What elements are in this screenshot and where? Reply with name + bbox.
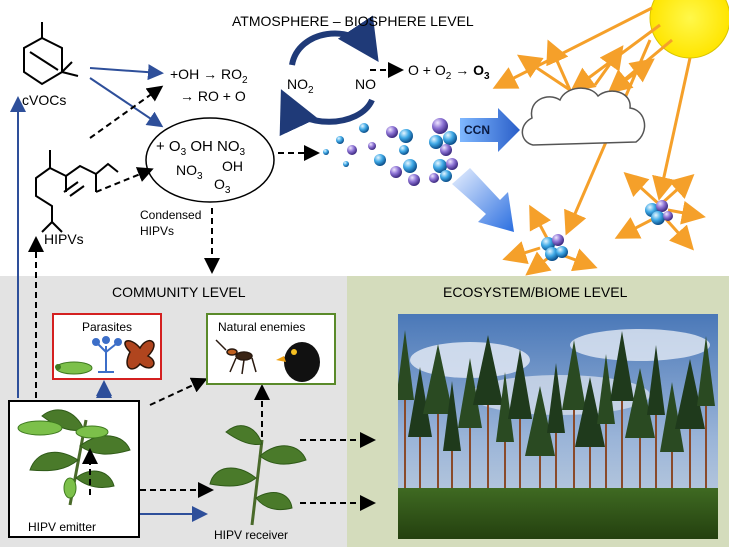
oxidants-line1-rest: OH NO (190, 138, 240, 155)
no2-label: NO2 (287, 76, 314, 96)
ozone-reaction-text: O + O (408, 62, 446, 78)
oxidants-no3-text: NO (176, 162, 197, 178)
cvoc-molecule-icon (23, 22, 79, 86)
ecosystem-level-panel (347, 276, 729, 547)
no2-sub: 2 (308, 84, 314, 96)
oxidants-o3-sub: 3 (180, 147, 187, 158)
oxidants-o3-prefix: + O (156, 138, 181, 155)
oxidants-no3-sub: 3 (197, 170, 203, 182)
oxidants-line1: + O3 OH NO3 (156, 138, 245, 158)
cvocs-label: cVOCs (22, 92, 67, 108)
sun-icon (649, 0, 729, 59)
ozone-product-sub: 3 (483, 70, 490, 82)
reaction-ro: → RO + O (180, 88, 246, 104)
hipvs-label: HIPVs (44, 231, 84, 247)
oxidants-no3: NO3 (176, 162, 203, 182)
hipv-emitter-box (8, 400, 140, 538)
no-label: NO (355, 76, 376, 92)
sunlight-rays (492, 6, 706, 276)
particle-growth-arrow (452, 168, 514, 232)
condensed-label-1: Condensed (140, 208, 202, 222)
ozone-reaction: O + O2 → O3 (408, 62, 490, 82)
no2-text: NO (287, 76, 308, 92)
reaction-oh-sub: 2 (241, 74, 248, 86)
hipv-molecule-icon (35, 150, 119, 233)
hipv-receiver-label: HIPV receiver (214, 528, 289, 542)
ozone-product: O (473, 62, 484, 78)
natural-enemies-label: Natural enemies (218, 320, 306, 334)
ozone-reaction-sub: 2 (445, 70, 452, 82)
ozone-arrow: → (455, 62, 470, 78)
condensed-label-2: HIPVs (140, 224, 175, 238)
community-title: COMMUNITY LEVEL (112, 284, 246, 300)
cloud-icon (521, 87, 646, 146)
parasites-label: Parasites (82, 320, 133, 334)
reaction-oh: +OH → RO2 (170, 66, 248, 86)
hipv-emitter-label: HIPV emitter (28, 520, 97, 534)
reaction-oh-text: +OH → RO (170, 66, 242, 82)
oxidants-ellipse (145, 117, 275, 203)
atmosphere-title: ATMOSPHERE – BIOSPHERE LEVEL (232, 13, 474, 29)
oxidants-no3-sub-1: 3 (239, 147, 246, 158)
ccn-label: CCN (464, 123, 490, 137)
oxidants-o3-text-sub: 3 (224, 184, 231, 196)
aerosol-particles (323, 118, 673, 261)
ecosystem-title: ECOSYSTEM/BIOME LEVEL (443, 284, 628, 300)
oxidants-o3: O3 (214, 176, 230, 196)
oxidants-o3-text: O (214, 176, 225, 192)
oxidants-oh: OH (222, 158, 243, 174)
